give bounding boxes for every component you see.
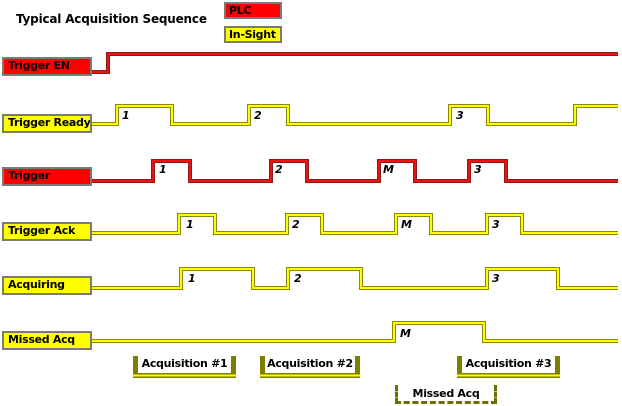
waveform-acquiring bbox=[91, 267, 618, 290]
waveform-trigger-ack bbox=[91, 214, 618, 234]
waveform-trigger-ready bbox=[91, 104, 618, 126]
bracket-bottom-bar bbox=[457, 373, 560, 378]
pulse-marker-trigger: 1 bbox=[159, 163, 167, 176]
pulse-marker-trigger: 3 bbox=[474, 163, 482, 176]
signal-label-missed-acq: Missed Acq bbox=[2, 331, 92, 350]
signal-label-trigger-en: Trigger EN bbox=[2, 57, 92, 76]
pulse-marker-trigger-ready: 2 bbox=[254, 109, 262, 122]
pulse-marker-trigger: 2 bbox=[275, 163, 283, 176]
pulse-marker-acquiring: 2 bbox=[294, 272, 302, 285]
acquisition-2-bracket: Acquisition #2 bbox=[260, 356, 360, 378]
waveform-trigger-ready bbox=[91, 105, 618, 125]
pulse-marker-trigger-ready: 1 bbox=[122, 109, 130, 122]
bracket-left-bar bbox=[133, 356, 138, 378]
waveform-trigger-en bbox=[92, 53, 618, 73]
bracket-left-bar bbox=[457, 356, 462, 378]
bracket-label: Acquisition #3 bbox=[465, 357, 552, 370]
bracket-right-bar bbox=[555, 356, 560, 378]
pulse-marker-missed-acq: M bbox=[400, 327, 411, 340]
missed-acq-bracket: Missed Acq bbox=[395, 385, 497, 404]
signal-label-trigger: Trigger bbox=[2, 167, 92, 186]
pulse-marker-trigger-ready: 3 bbox=[456, 109, 464, 122]
signal-label-trigger-ack: Trigger Ack bbox=[2, 222, 92, 241]
waveform-acquiring bbox=[91, 268, 618, 289]
pulse-marker-trigger-ack: M bbox=[401, 218, 412, 231]
bracket-label: Missed Acq bbox=[412, 387, 480, 400]
bracket-label: Acquisition #1 bbox=[141, 357, 228, 370]
bracket-bottom-bar bbox=[260, 373, 360, 378]
waveform-missed-acq bbox=[91, 321, 618, 343]
waveform-trigger bbox=[92, 159, 618, 183]
pulse-marker-acquiring: 3 bbox=[492, 272, 500, 285]
pulse-marker-trigger-ack: 3 bbox=[492, 218, 500, 231]
bracket-bottom-bar bbox=[133, 373, 236, 378]
acquisition-3-bracket: Acquisition #3 bbox=[457, 356, 560, 378]
waveform-trigger-en bbox=[92, 52, 618, 74]
bracket-label: Acquisition #2 bbox=[267, 357, 353, 370]
pulse-marker-trigger: M bbox=[383, 163, 394, 176]
acquisition-1-bracket: Acquisition #1 bbox=[133, 356, 236, 378]
legend-plc: PLC bbox=[224, 2, 282, 19]
waveform-trigger-ack bbox=[91, 213, 618, 235]
pulse-marker-acquiring: 1 bbox=[188, 272, 196, 285]
waveform-missed-acq bbox=[91, 322, 618, 342]
waveform-trigger bbox=[92, 160, 618, 182]
bracket-right-bar bbox=[355, 356, 360, 378]
diagram-title: Typical Acquisition Sequence bbox=[16, 12, 207, 26]
bracket-left-bar bbox=[260, 356, 265, 378]
signal-label-trigger-ready: Trigger Ready bbox=[2, 114, 92, 133]
pulse-marker-trigger-ack: 1 bbox=[186, 218, 194, 231]
bracket-right-bar bbox=[231, 356, 236, 378]
pulse-marker-trigger-ack: 2 bbox=[292, 218, 300, 231]
signal-label-acquiring: Acquiring bbox=[2, 276, 92, 295]
legend-insight: In-Sight bbox=[224, 26, 282, 43]
